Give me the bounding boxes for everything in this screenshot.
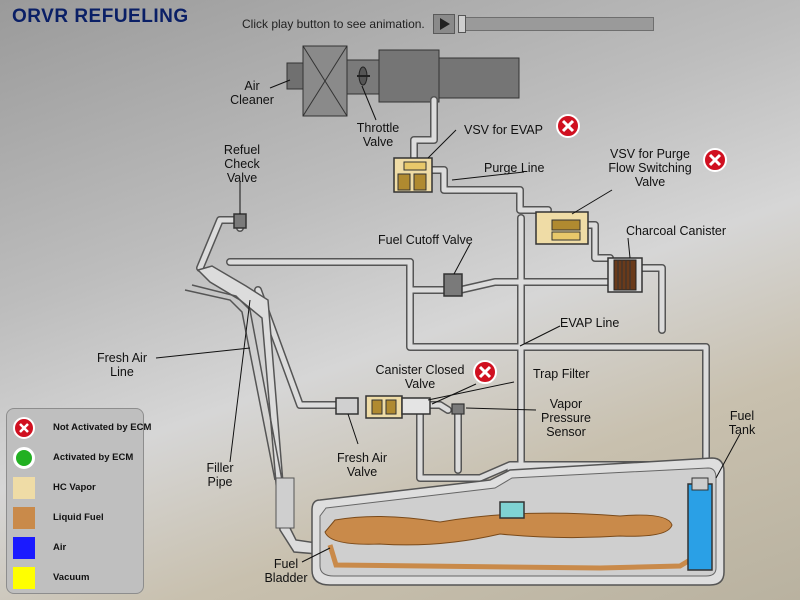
animation-slider[interactable] bbox=[458, 15, 654, 33]
legend-label: Activated by ECM bbox=[53, 452, 134, 463]
play-instruction: Click play button to see animation. bbox=[242, 17, 425, 31]
canister-closed-valve-shape bbox=[335, 395, 431, 419]
refuel-check-valve-shape bbox=[233, 213, 247, 229]
air-swatch bbox=[13, 537, 35, 559]
fuel-cutoff-valve-shape bbox=[443, 273, 463, 297]
vsv-evap-valve bbox=[393, 157, 433, 193]
vsv-purge-x-icon bbox=[703, 148, 727, 172]
label-charcoal-canister: Charcoal Canister bbox=[626, 224, 726, 238]
label-fuel-cutoff-valve: Fuel Cutoff Valve bbox=[378, 233, 473, 247]
legend-label: Not Activated by ECM bbox=[53, 422, 152, 433]
vacuum-swatch bbox=[13, 567, 35, 589]
play-button[interactable] bbox=[433, 14, 455, 34]
legend: Not Activated by ECM Activated by ECM HC… bbox=[6, 408, 151, 594]
vapor-pressure-sensor-shape bbox=[451, 403, 465, 415]
legend-vacuum: Vacuum bbox=[13, 567, 141, 591]
legend-label: Liquid Fuel bbox=[53, 512, 104, 523]
legend-hc-vapor: HC Vapor bbox=[13, 477, 141, 501]
label-purge-line: Purge Line bbox=[484, 161, 545, 175]
legend-label: Air bbox=[53, 542, 67, 553]
page-title: ORVR REFUELING bbox=[12, 6, 189, 27]
slider-handle[interactable] bbox=[458, 15, 466, 33]
label-evap-line: EVAP Line bbox=[560, 316, 619, 330]
liquid-fuel-swatch bbox=[13, 507, 35, 529]
fuel-tank-shape bbox=[311, 457, 725, 586]
vsv-purge-valve bbox=[535, 211, 589, 245]
legend-activated: Activated by ECM bbox=[13, 447, 141, 471]
canister-closed-x-icon bbox=[473, 360, 497, 384]
engine-intake bbox=[286, 45, 520, 117]
charcoal-canister-shape bbox=[607, 257, 643, 293]
legend-air: Air bbox=[13, 537, 141, 561]
legend-label: HC Vapor bbox=[53, 482, 96, 493]
legend-liquid-fuel: Liquid Fuel bbox=[13, 507, 141, 531]
legend-not-activated: Not Activated by ECM bbox=[13, 417, 151, 441]
circle-icon bbox=[13, 447, 35, 469]
vsv-evap-x-icon bbox=[556, 114, 580, 138]
x-icon bbox=[13, 417, 35, 439]
legend-label: Vacuum bbox=[53, 572, 90, 583]
play-icon bbox=[440, 18, 450, 30]
leader-lines bbox=[155, 79, 741, 563]
label-vsv-evap: VSV for EVAP bbox=[464, 123, 543, 137]
hc-vapor-swatch bbox=[13, 477, 35, 499]
label-trap-filter: Trap Filter bbox=[533, 367, 590, 381]
filler-pipe-shape bbox=[184, 265, 331, 556]
